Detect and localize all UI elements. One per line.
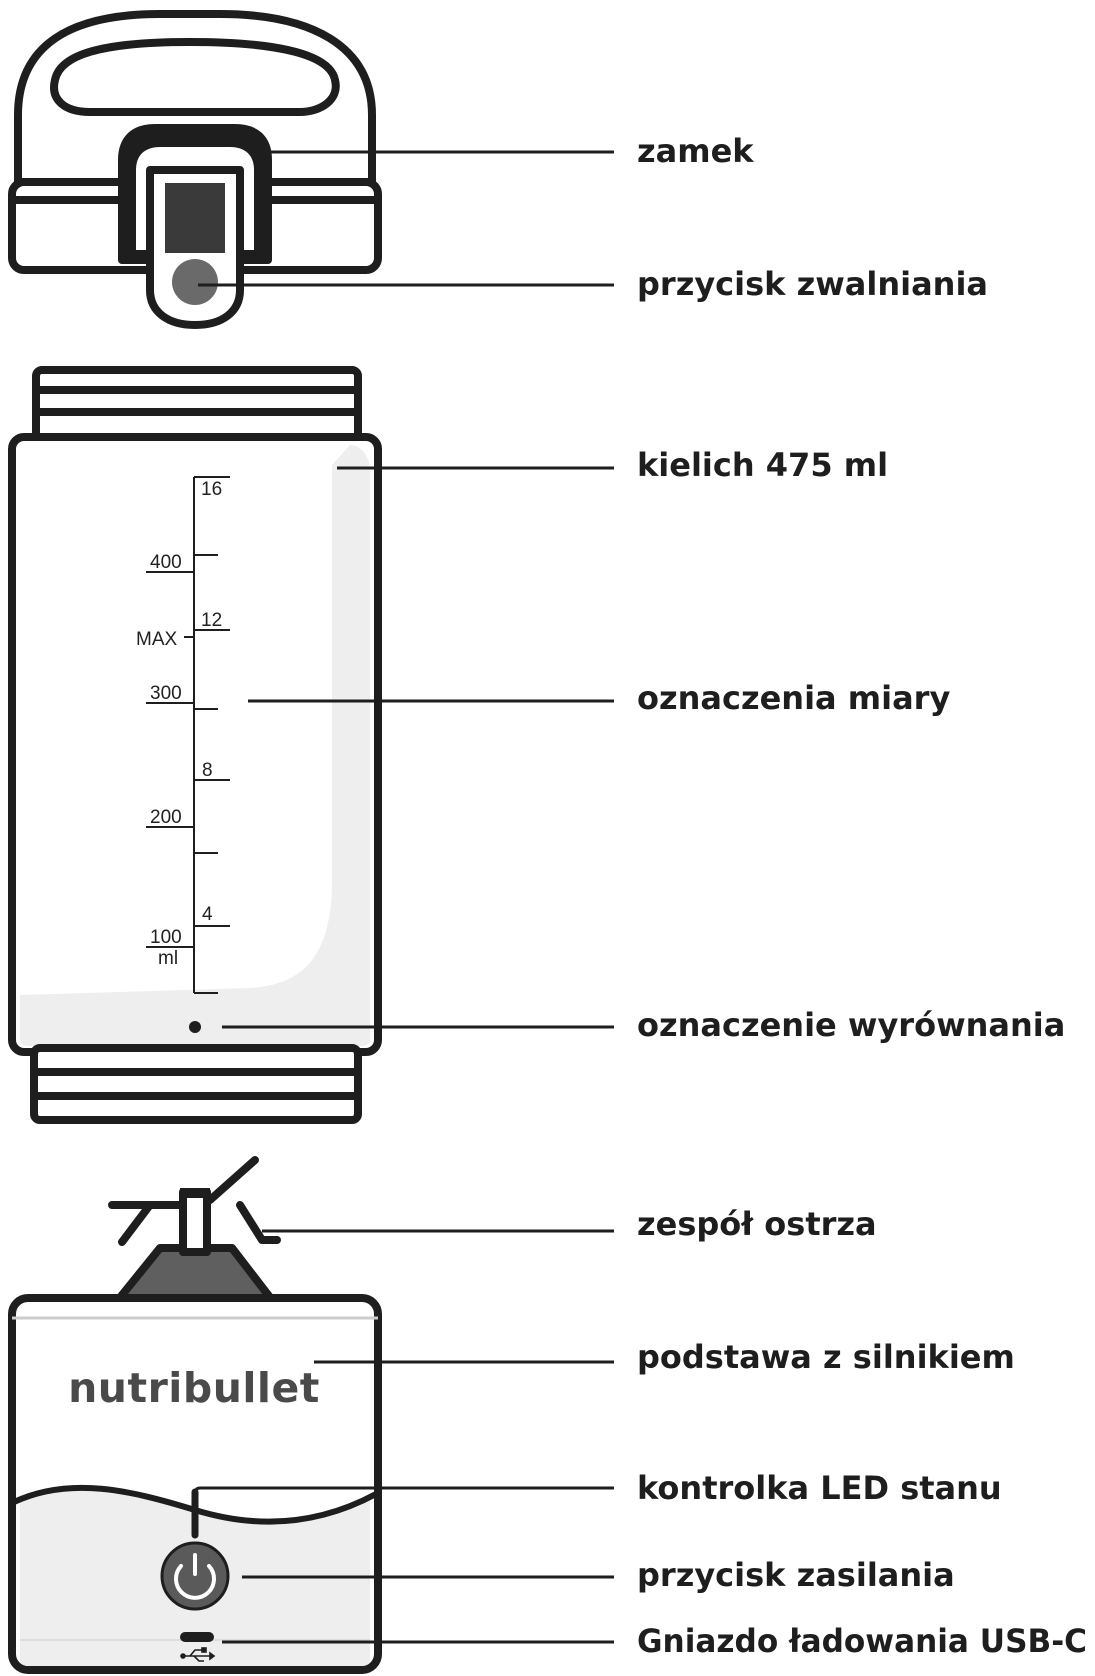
cup-shading xyxy=(20,445,370,1046)
label-cup: kielich 475 ml xyxy=(637,446,888,484)
usb-icon xyxy=(180,1647,216,1662)
label-usb-c-port: Gniazdo ładowania USB-C xyxy=(637,1622,1087,1660)
usb-c-slot xyxy=(180,1632,214,1642)
release-slot xyxy=(165,183,225,253)
cup-bottom-thread xyxy=(30,1044,362,1124)
scale-oz-16: 16 xyxy=(201,479,222,500)
cup-top-thread xyxy=(32,366,362,446)
blade-right-arm xyxy=(206,1156,259,1204)
cup xyxy=(8,366,382,1124)
power-button[interactable] xyxy=(160,1541,230,1611)
label-alignment-mark: oznaczenie wyrównania xyxy=(637,1006,1065,1044)
scale-ml-400: 400 xyxy=(150,552,182,573)
usb-c-port[interactable] xyxy=(180,1632,216,1662)
power-icon xyxy=(174,1553,216,1600)
scale-ml-300: 300 xyxy=(150,683,182,704)
alignment-dot-icon xyxy=(189,1021,201,1033)
scale-oz-8: 8 xyxy=(202,760,213,781)
scale-oz-12: 12 xyxy=(201,610,222,631)
lid-handle-grip xyxy=(50,38,340,116)
label-led-indicator: kontrolka LED stanu xyxy=(637,1469,1002,1507)
release-button-icon xyxy=(172,259,218,305)
scale-ml-unit: ml xyxy=(158,948,178,969)
label-power-button: przycisk zasilania xyxy=(637,1556,955,1594)
leader-led-indicator xyxy=(193,1486,614,1493)
leader-lines xyxy=(193,150,614,1644)
label-release-button: przycisk zwalniania xyxy=(637,265,988,303)
label-blade-assembly: zespół ostrza xyxy=(637,1205,877,1243)
label-motor-base: podstawa z silnikiem xyxy=(637,1338,1015,1376)
scale-ml-100: 100 xyxy=(150,927,182,948)
scale-max: MAX xyxy=(136,629,178,650)
blade-shaft xyxy=(179,1188,211,1256)
scale-oz-4: 4 xyxy=(202,904,213,925)
blade-assembly xyxy=(108,1156,281,1304)
scale-ml-200: 200 xyxy=(150,807,182,828)
callout-labels: zamek przycisk zwalniania kielich 475 ml… xyxy=(637,132,1087,1660)
brand-logo: nutribullet xyxy=(68,1364,320,1412)
measure-scale-labels: 16 400 12 MAX 300 8 200 4 100 ml xyxy=(136,479,222,969)
motor-base xyxy=(8,1294,382,1674)
measure-scale xyxy=(146,476,230,994)
lid xyxy=(8,10,382,329)
blade-left-arm xyxy=(108,1201,154,1246)
label-lock: zamek xyxy=(637,132,754,170)
blade-right-tip xyxy=(236,1201,281,1244)
label-measure-marks: oznaczenia miary xyxy=(637,679,950,717)
